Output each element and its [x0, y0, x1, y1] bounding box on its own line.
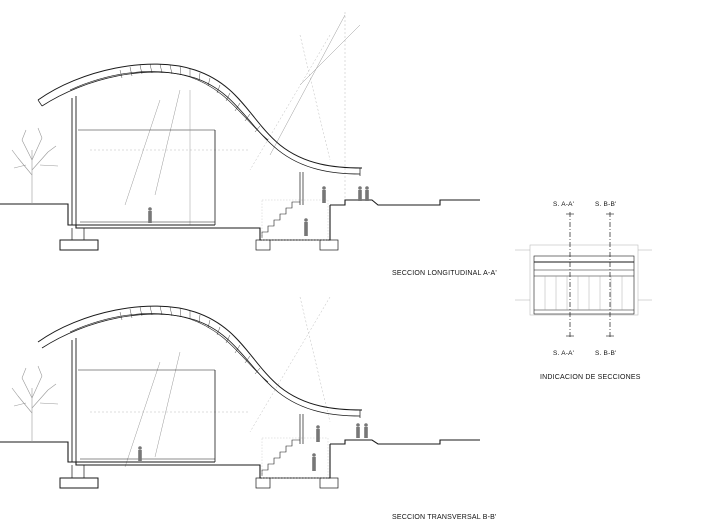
key-mark-bottom-b: S. B-B': [595, 350, 617, 357]
key-mark-top-a: S. A-A': [553, 201, 575, 208]
human-figure-icon: [148, 186, 369, 236]
section-b-title: SECCION TRANSVERSAL B-B': [392, 514, 497, 521]
tree-icon: [11, 127, 59, 204]
human-figure-icon: [138, 423, 368, 471]
key-plan-title: INDICACION DE SECCIONES: [540, 374, 641, 381]
section-a-title: SECCION LONGITUDINAL A-A': [392, 270, 497, 277]
key-mark-top-b: S. B-B': [595, 201, 617, 208]
key-mark-bottom-a: S. A-A': [553, 350, 575, 357]
tree-icon: [11, 365, 59, 442]
